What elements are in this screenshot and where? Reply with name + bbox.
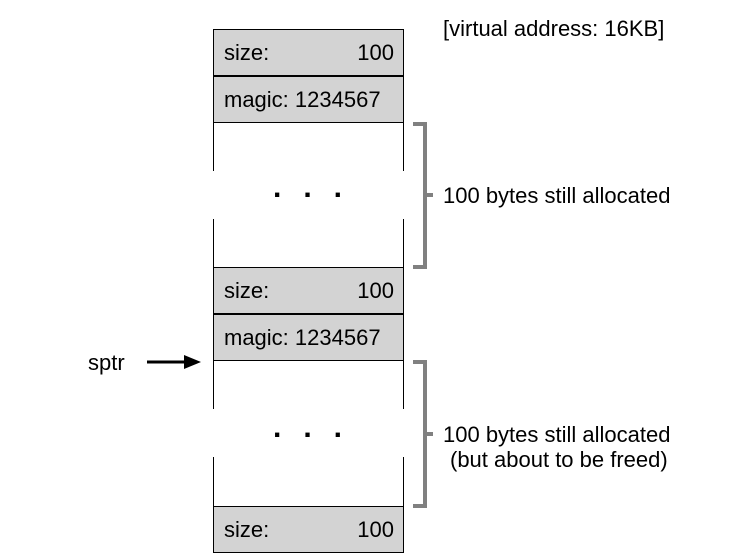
size-value: 100: [357, 517, 394, 542]
region-right-edge-top: [403, 361, 404, 409]
size-value: 100: [357, 278, 394, 303]
region-right-edge-bottom: [403, 457, 404, 506]
magic-header-block: magic: 1234567: [213, 76, 404, 123]
annotation-allocated: 100 bytes still allocated: [443, 183, 671, 208]
region-right-edge-bottom: [403, 219, 404, 267]
annotation-to-be-freed-line2: (but about to be freed): [450, 447, 668, 472]
virtual-address-label: [virtual address: 16KB]: [443, 16, 665, 41]
annotation-to-be-freed-line1: 100 bytes still allocated: [443, 422, 671, 447]
region-left-edge-top: [213, 361, 214, 409]
bracket-allocated: [413, 122, 427, 269]
size-value: 100: [357, 40, 394, 65]
size-label: size:: [224, 40, 270, 65]
pointer-label: sptr: [88, 350, 125, 375]
region-left-edge-bottom: [213, 457, 214, 506]
size-label: size:: [224, 278, 270, 303]
region-left-edge-top: [213, 123, 214, 171]
size-label: size:: [224, 517, 270, 542]
ellipsis-dots: ...: [273, 411, 365, 444]
size-header-block: size: 100: [213, 267, 404, 314]
region-left-edge-bottom: [213, 219, 214, 267]
to-be-freed-region: ...: [213, 361, 404, 506]
magic-label: magic: 1234567: [224, 87, 381, 112]
magic-label: magic: 1234567: [224, 325, 381, 350]
bracket-to-be-freed: [413, 360, 427, 508]
allocated-region: ...: [213, 123, 404, 267]
region-right-edge-top: [403, 123, 404, 171]
arrow-head-icon: [184, 355, 201, 369]
ellipsis-dots: ...: [273, 171, 365, 204]
size-header-block: size: 100: [213, 29, 404, 76]
magic-header-block: magic: 1234567: [213, 314, 404, 361]
size-header-block: size: 100: [213, 506, 404, 553]
